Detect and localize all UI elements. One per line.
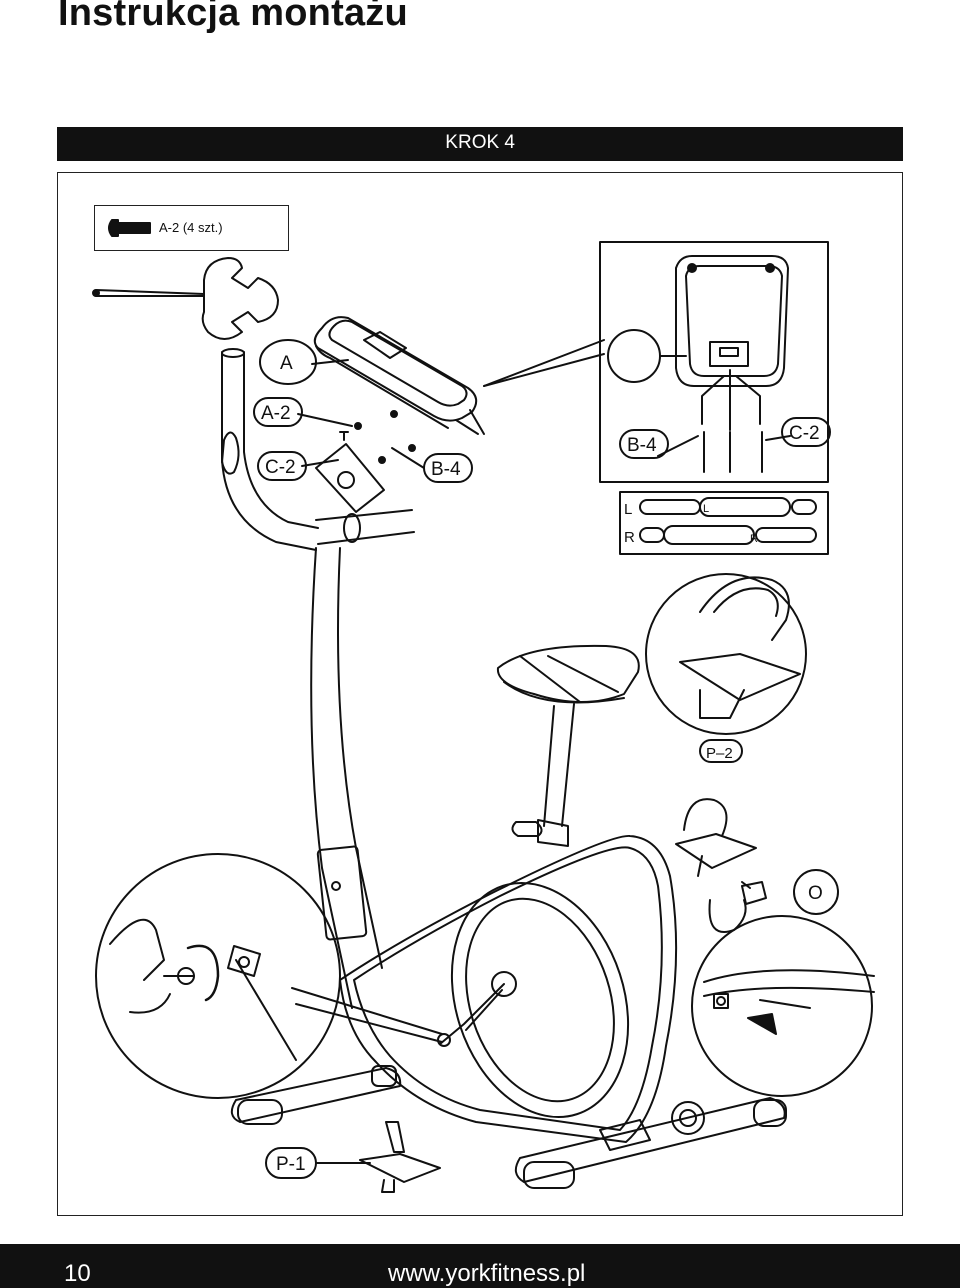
foot-p1-label: P-1	[276, 1154, 306, 1175]
pedal-left-small-label: L	[703, 503, 709, 515]
adapter-o-label: O	[808, 883, 823, 904]
callout-inset-b4: B-4	[627, 435, 657, 456]
footer-bar: 10 www.yorkfitness.pl	[0, 1244, 960, 1288]
flywheel-housing	[339, 834, 678, 1143]
callout-b4: B-4	[431, 459, 461, 480]
callout-a-circle	[259, 339, 317, 385]
page-number: 10	[64, 1260, 91, 1287]
callout-a2-pill	[253, 397, 303, 427]
bolt-icon	[108, 219, 151, 237]
callout-c2-pill	[257, 451, 307, 481]
base-stabilizers	[230, 1065, 787, 1189]
detail-circle-bolt	[95, 853, 341, 1099]
callout-a2: A-2	[261, 403, 291, 424]
pedal-detail-circle	[645, 573, 807, 735]
callout-line-console	[311, 339, 605, 387]
saddle	[496, 644, 640, 847]
diagram-frame	[57, 172, 903, 1216]
wrench-tool-icon	[92, 257, 279, 340]
adapter-o	[708, 869, 839, 933]
pedal-p2	[675, 739, 757, 877]
frame-tube	[310, 547, 383, 1009]
parts-box: A-2 (4 szt.)	[94, 205, 289, 251]
callout-inset-c2-pill	[781, 417, 831, 447]
mounting-plate	[315, 431, 385, 513]
pedal-right-label: R	[624, 529, 635, 546]
foot-p1	[265, 1121, 441, 1193]
website-link[interactable]: www.yorkfitness.pl	[388, 1260, 586, 1287]
screws	[354, 410, 416, 464]
parts-label: A-2 (4 szt.)	[159, 220, 223, 235]
step-label: KROK 4	[445, 132, 515, 153]
page-title: Instrukcja montażu	[58, 0, 408, 34]
step-header: KROK 4	[57, 127, 903, 161]
pedal-p2-label: P–2	[706, 745, 733, 762]
callout-b4-pill	[423, 453, 473, 483]
callout-inset-c2: C-2	[789, 423, 820, 444]
handlebar-post	[221, 348, 415, 551]
pedal-strap-inset	[619, 491, 829, 555]
callout-a: A	[280, 353, 293, 374]
detail-circle-connector	[691, 915, 875, 1097]
pedal-left-label: L	[624, 501, 632, 518]
console-back-inset	[599, 241, 829, 483]
callout-inset-b4-pill	[619, 429, 669, 459]
console-part	[313, 316, 485, 435]
pedal-right-small-label: R	[750, 533, 758, 545]
callout-c2: C-2	[265, 457, 296, 478]
